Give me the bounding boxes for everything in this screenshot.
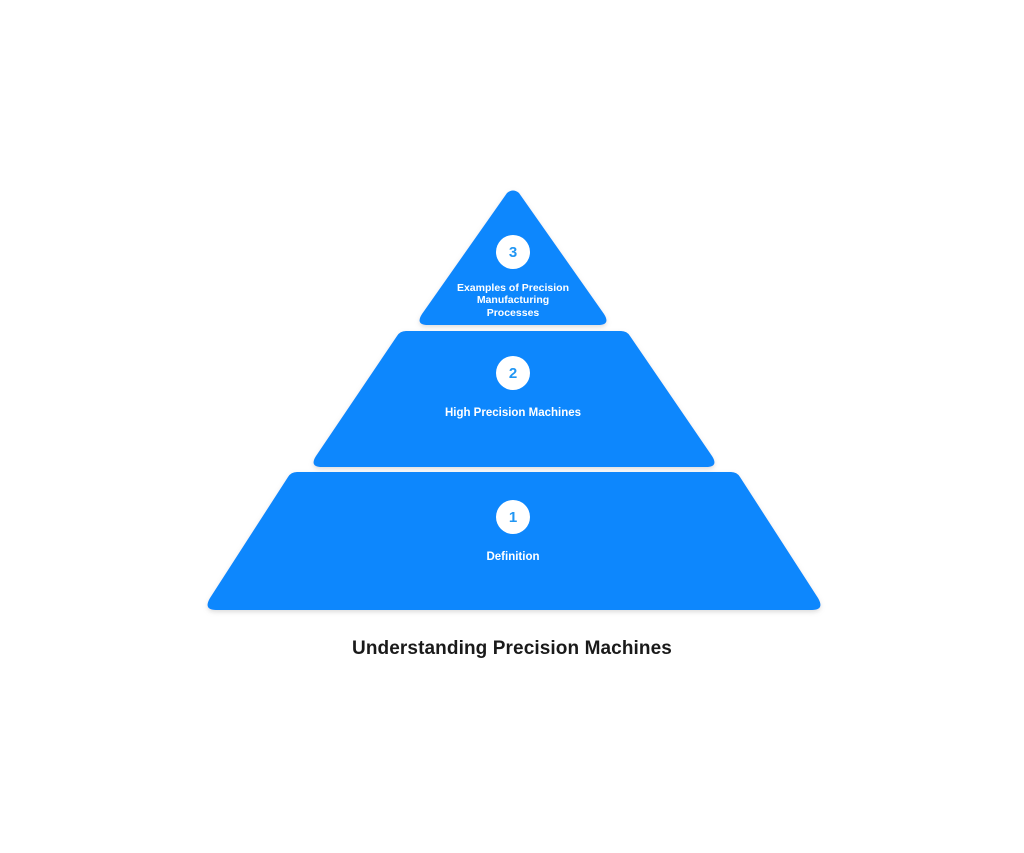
pyramid-stage: 3 Examples of Precision Manufacturing Pr…	[207, 190, 821, 610]
tier-1-shape-layer	[207, 472, 821, 610]
tier-3-shape-layer	[419, 190, 607, 326]
diagram-caption: Understanding Precision Machines	[352, 638, 672, 659]
tier-2-shape-layer	[313, 331, 715, 467]
tier-1-trapezoid[interactable]	[207, 472, 821, 610]
tier-3-triangle[interactable]	[419, 190, 607, 326]
tier-2-trapezoid[interactable]	[313, 331, 715, 467]
